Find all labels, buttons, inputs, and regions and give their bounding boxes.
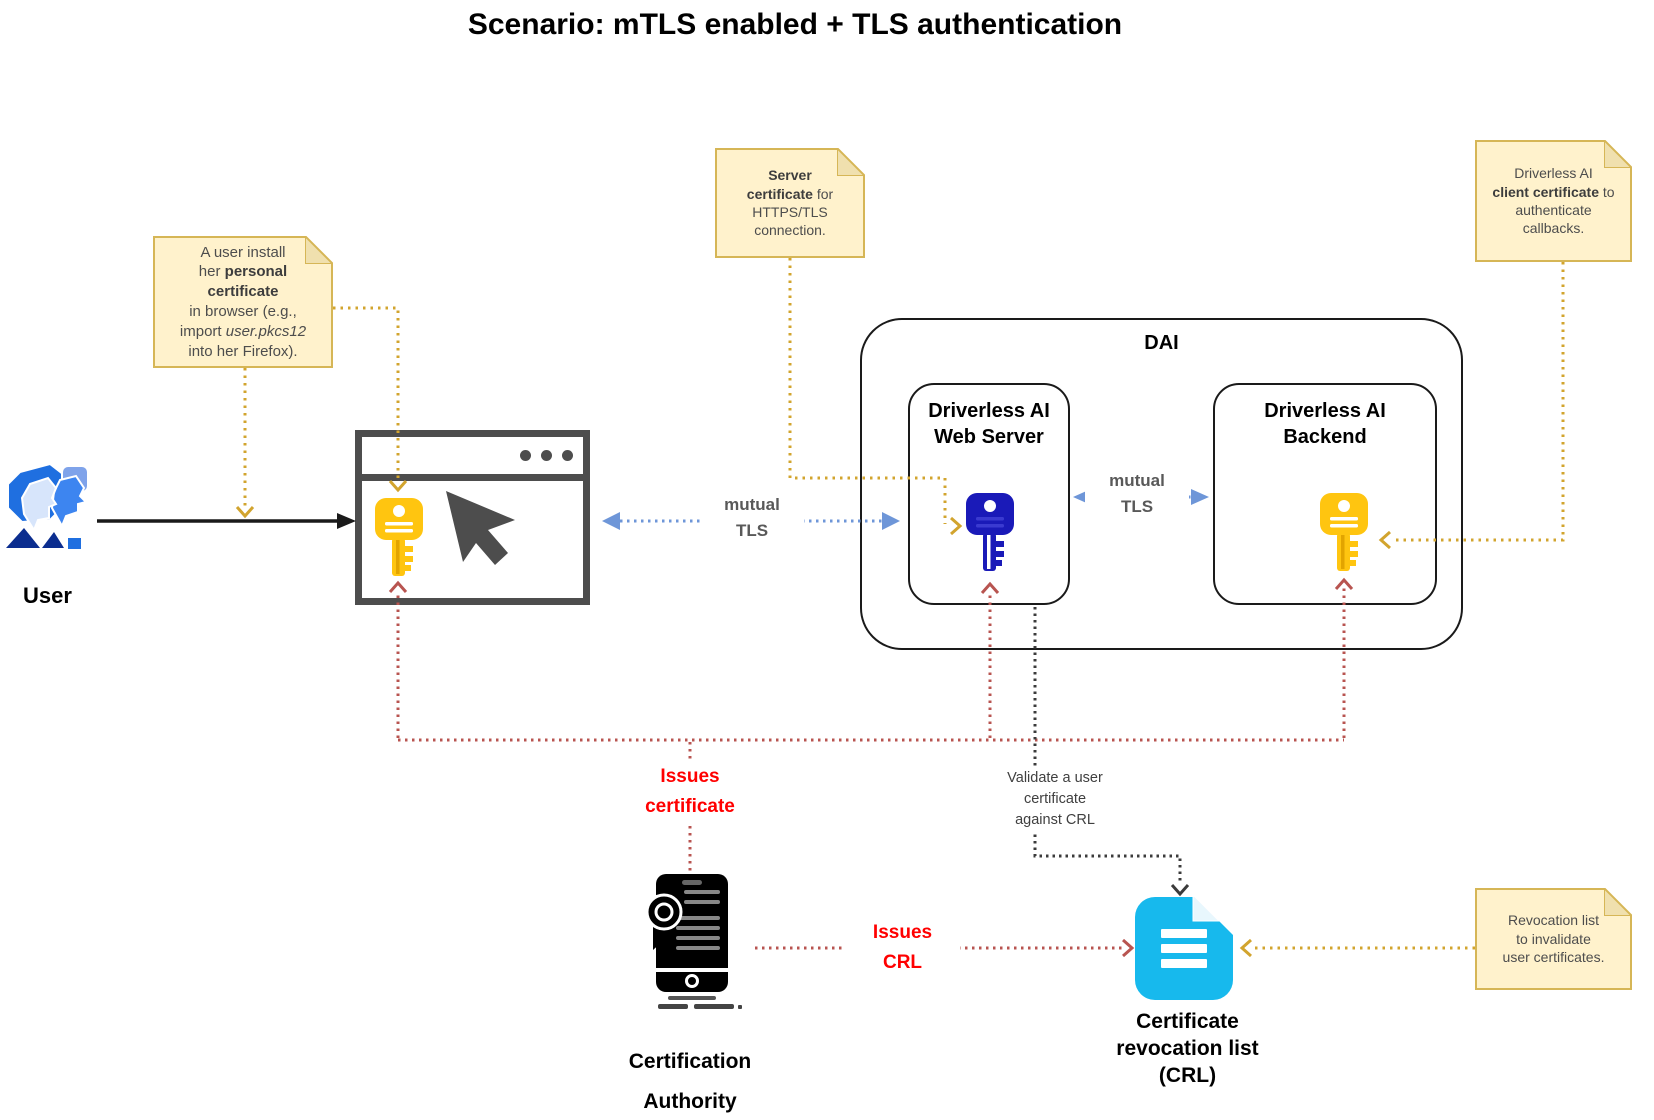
backend-key-icon bbox=[1320, 493, 1368, 571]
fold-corner-icon bbox=[1604, 888, 1632, 916]
note-client-certificate-text: Driverless AI client certificate to auth… bbox=[1492, 165, 1615, 237]
validate-against-crl-label: Validate a user certificate against CRL bbox=[985, 768, 1125, 831]
cursor-icon bbox=[446, 491, 515, 565]
note-personal-certificate: A user install her personal certificate … bbox=[153, 236, 333, 368]
dai-label: DAI bbox=[1144, 332, 1179, 354]
edge-ca-issues-certificates bbox=[388, 577, 1354, 872]
edge-personal-cert-to-browser-key bbox=[333, 306, 408, 493]
edge-user-to-browser bbox=[97, 513, 356, 529]
issues-certificate-label: Issues certificate bbox=[620, 762, 760, 822]
user-icon bbox=[6, 462, 89, 549]
note-revocation-list-text: Revocation list to invalidate user certi… bbox=[1502, 912, 1605, 966]
edge-revocation-note-to-crl bbox=[1239, 938, 1475, 958]
ca-label: Certification Authority bbox=[628, 1050, 752, 1113]
browser-menu-dot-icon bbox=[520, 450, 531, 461]
note-server-certificate: Server certificate for HTTPS/TLS connect… bbox=[715, 148, 865, 258]
issues-crl-label: Issues CRL bbox=[845, 918, 960, 978]
edge-personal-cert-to-user-flow bbox=[235, 368, 255, 519]
note-server-certificate-text: Server certificate for HTTPS/TLS connect… bbox=[746, 167, 834, 239]
backend-label: Driverless AI Backend bbox=[1264, 400, 1386, 448]
user-label: User bbox=[23, 583, 72, 608]
browser-menu-dot-icon bbox=[562, 450, 573, 461]
mutual-tls-left-label: mutual TLS bbox=[700, 492, 804, 544]
edge-client-cert-to-backend-key bbox=[1378, 262, 1565, 550]
browser-menu-dot-icon bbox=[541, 450, 552, 461]
edge-server-cert-to-web-server-key bbox=[788, 258, 963, 536]
web-server-key-icon bbox=[966, 493, 1014, 571]
backend-box bbox=[1213, 383, 1437, 605]
note-personal-certificate-text: A user install her personal certificate … bbox=[179, 243, 307, 360]
web-server-label: Driverless AI Web Server bbox=[928, 400, 1050, 448]
mutual-tls-right-label: mutual TLS bbox=[1085, 468, 1189, 520]
note-client-certificate: Driverless AI client certificate to auth… bbox=[1475, 140, 1632, 262]
fold-corner-icon bbox=[305, 236, 333, 264]
edge-validate-against-crl bbox=[1033, 607, 1190, 897]
browser-key-icon bbox=[375, 498, 423, 576]
crl-document-icon bbox=[1135, 897, 1233, 1000]
crl-label: Certificate revocation list (CRL) bbox=[1116, 1010, 1259, 1087]
fold-corner-icon bbox=[1604, 140, 1632, 168]
browser-title-bar bbox=[362, 437, 583, 481]
edge-mutual-tls-browser-webserver bbox=[602, 512, 900, 530]
diagram-title: Scenario: mTLS enabled + TLS authenticat… bbox=[467, 8, 1123, 41]
note-revocation-list: Revocation list to invalidate user certi… bbox=[1475, 888, 1632, 990]
certification-authority-icon bbox=[645, 874, 742, 1009]
fold-corner-icon bbox=[837, 148, 865, 176]
